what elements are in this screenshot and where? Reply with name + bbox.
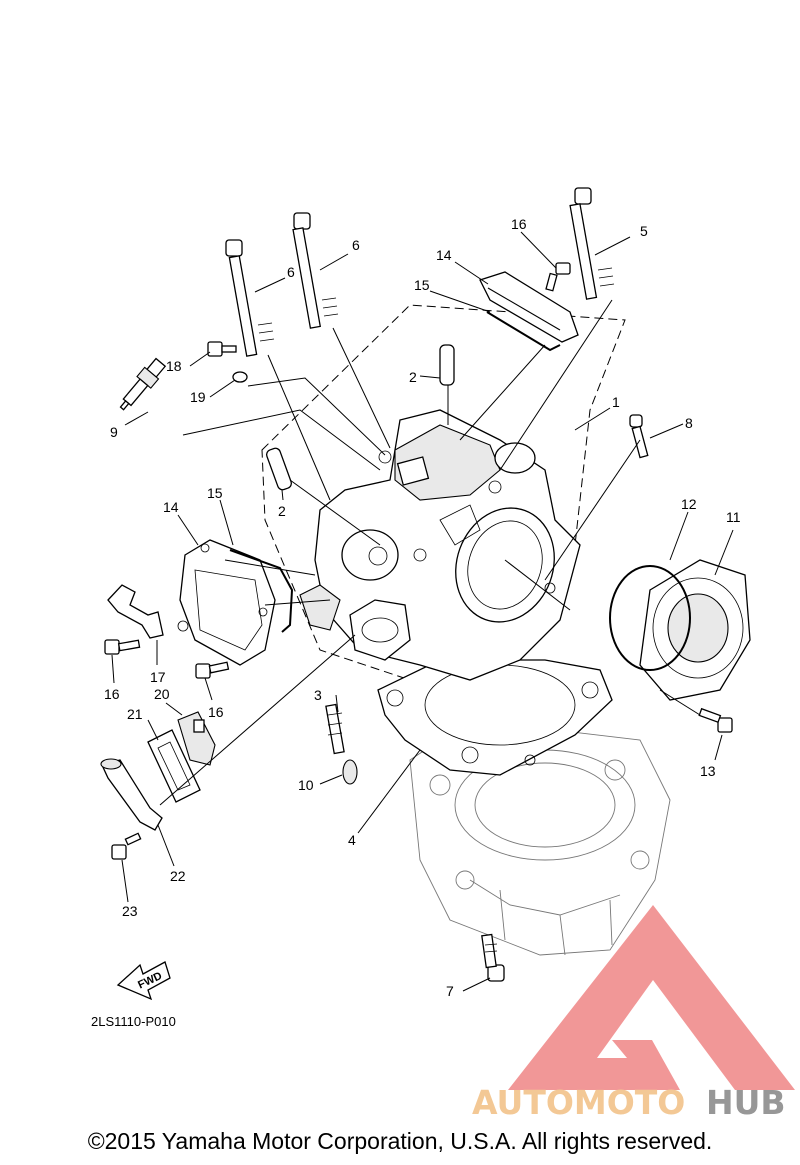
washer-19 <box>232 371 248 383</box>
bolt-16-top <box>545 262 571 292</box>
callout-16: 16 <box>208 704 224 720</box>
callout-1: 1 <box>612 394 620 410</box>
callout-9: 9 <box>110 424 118 440</box>
callout-13: 13 <box>700 763 716 779</box>
dowel-10 <box>342 759 358 785</box>
callout-18: 18 <box>166 358 182 374</box>
automotohub-logo: AUTOMOTO HUB <box>472 905 795 1122</box>
dowel-2-top <box>439 344 455 386</box>
callout-22: 22 <box>170 868 186 884</box>
bolt-18 <box>207 341 237 357</box>
callout-2: 2 <box>409 369 417 385</box>
callout-23: 23 <box>122 903 138 919</box>
callout-15: 15 <box>207 485 223 501</box>
callout-4: 4 <box>348 832 356 848</box>
callout-2: 2 <box>278 503 286 519</box>
cylinder-head <box>299 409 581 681</box>
diagram-code: 2LS1110-P010 <box>91 1014 176 1029</box>
bolt-8 <box>629 414 649 459</box>
callout-17: 17 <box>150 669 166 685</box>
logo-text-part2: HUB <box>706 1083 786 1122</box>
bolt-23 <box>111 832 142 860</box>
callout-14: 14 <box>436 247 452 263</box>
assembly-dashed-outline <box>261 304 626 701</box>
callout-labels: 1 2 2 3 4 5 6 6 7 8 9 10 11 12 13 14 14 … <box>104 216 741 999</box>
logo-text-part1: AUTOMOTO <box>472 1083 685 1122</box>
o-ring-gasket-15-left <box>229 549 294 633</box>
callout-8: 8 <box>685 415 693 431</box>
callout-10: 10 <box>298 777 314 793</box>
callout-16: 16 <box>511 216 527 232</box>
top-cover <box>479 271 579 343</box>
o-ring-gasket-12 <box>609 565 691 671</box>
dowel-2-mid <box>265 447 293 491</box>
bolt-5 <box>569 187 615 300</box>
stud-3 <box>325 703 345 755</box>
spark-plug-9 <box>119 357 167 411</box>
bolt-16-mid <box>195 661 230 679</box>
bolt-16-left <box>104 639 141 655</box>
callout-21: 21 <box>127 706 143 722</box>
callout-19: 19 <box>190 389 206 405</box>
head-gasket <box>377 659 613 776</box>
copyright-notice: ©2015 Yamaha Motor Corporation, U.S.A. A… <box>87 1128 713 1154</box>
side-cover-right <box>639 559 751 701</box>
bolt-6a <box>292 212 339 329</box>
callout-6: 6 <box>352 237 360 253</box>
leader-lines <box>111 231 734 992</box>
logo-triangle <box>508 905 795 1090</box>
pipe-22 <box>100 758 163 831</box>
bolt-7 <box>481 933 505 982</box>
callout-5: 5 <box>640 223 648 239</box>
bolt-13 <box>698 707 733 733</box>
bolt-6b <box>225 239 275 357</box>
callout-3: 3 <box>314 687 322 703</box>
callout-16: 16 <box>104 686 120 702</box>
callout-7: 7 <box>446 983 454 999</box>
o-ring-gasket-15-top <box>486 311 561 352</box>
callout-14: 14 <box>163 499 179 515</box>
callout-15: 15 <box>414 277 430 293</box>
callout-12: 12 <box>681 496 697 512</box>
side-cover-left <box>179 539 276 666</box>
callout-6: 6 <box>287 264 295 280</box>
callout-20: 20 <box>154 686 170 702</box>
sensor-20 <box>177 711 216 766</box>
callout-11: 11 <box>726 509 741 525</box>
plate-21 <box>147 729 201 803</box>
fwd-arrow-icon: FWD <box>116 961 171 1001</box>
bracket-17 <box>107 584 189 639</box>
